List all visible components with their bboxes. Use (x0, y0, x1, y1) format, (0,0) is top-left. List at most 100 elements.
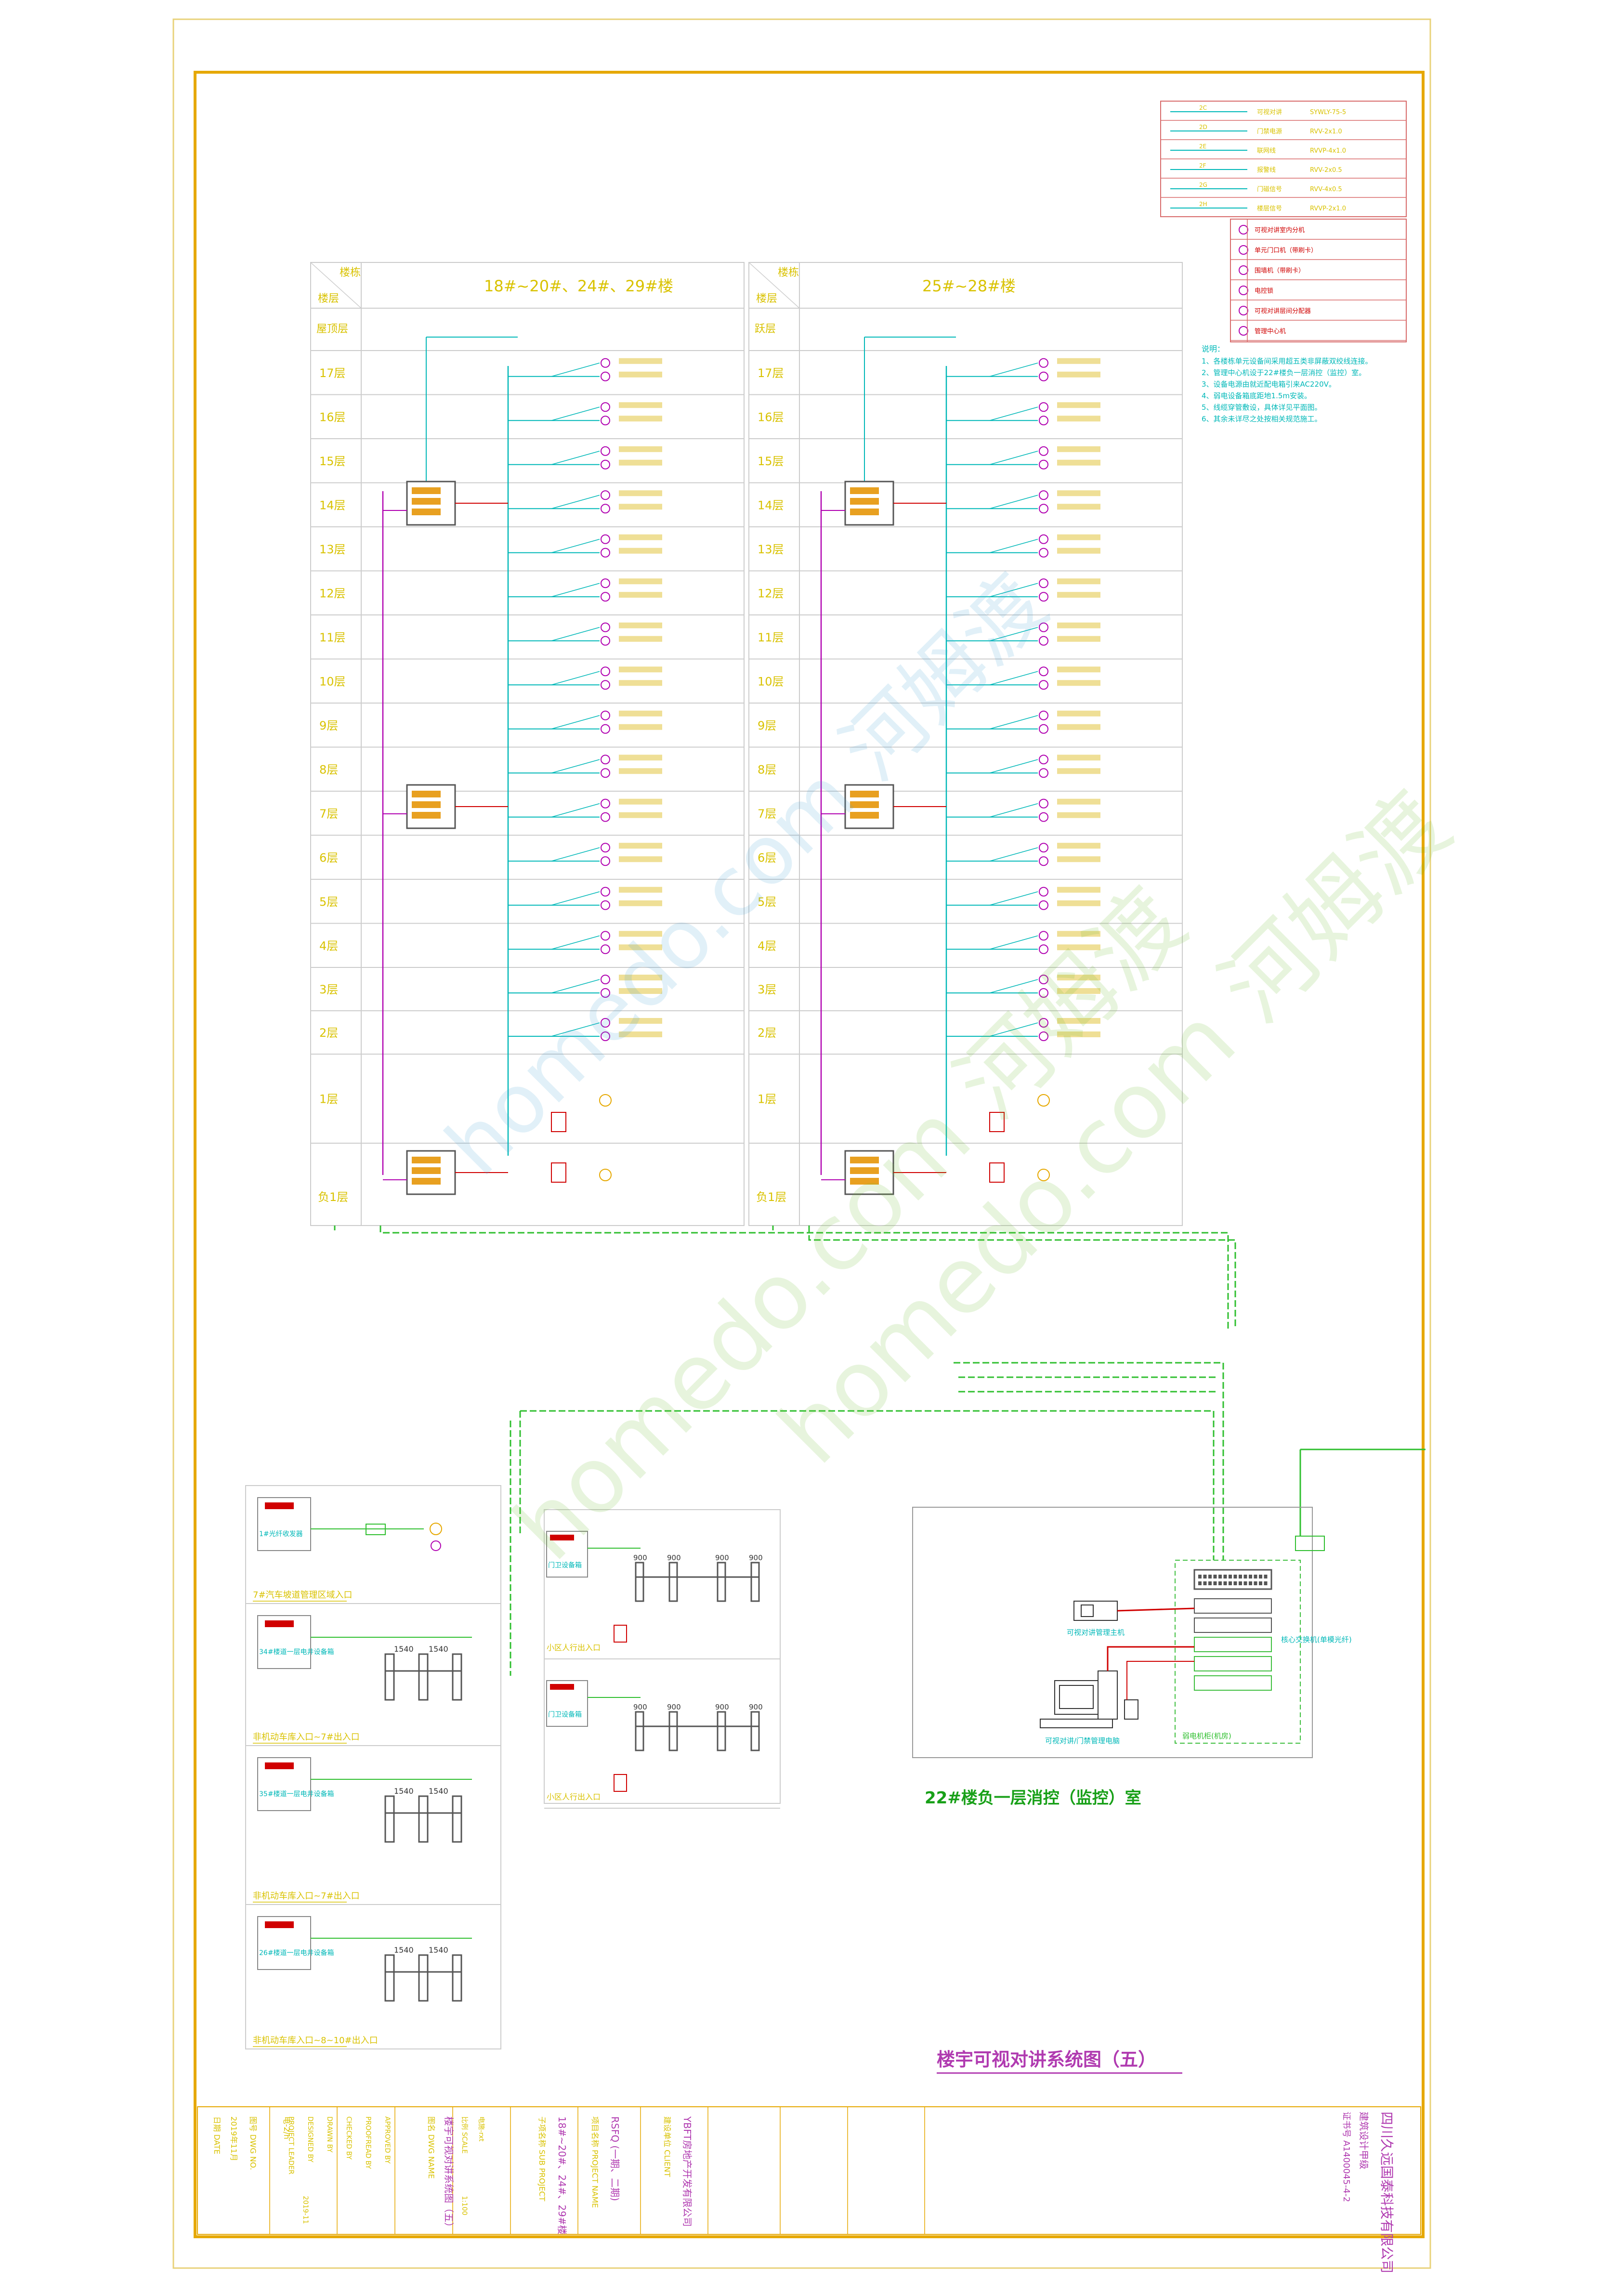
floor-branch-up (989, 539, 1038, 553)
legend-text: 联网线 (1257, 147, 1276, 155)
cabinet-label: 弱电机柜(机房) (1182, 1732, 1231, 1740)
floor-label: 5层 (758, 895, 776, 909)
notes-block: 说明： 1、各楼栋单元设备间采用超五类非屏蔽双绞线连接。2、管理中心机设于22#… (1202, 344, 1373, 423)
indoor-unit-icon (601, 636, 610, 646)
unit-label-bar (1057, 490, 1100, 496)
rack-unit-2 (1194, 1618, 1272, 1633)
floor-branch-up (989, 583, 1038, 597)
control-room: 核心交换机(单模光纤) 弱电机柜(机房) 可视对讲管理主机 可视对讲/门禁管理电… (912, 1507, 1352, 1808)
floor-branch-up (989, 979, 1038, 993)
indoor-unit-icon (1039, 843, 1048, 853)
tb-proj: RSFQ (一期、二期) (609, 2116, 621, 2201)
indoor-unit-icon (601, 768, 610, 778)
floor-branch-up (989, 406, 1038, 421)
box-module (850, 509, 879, 515)
indoor-unit-icon (601, 724, 610, 734)
camera-icon (431, 1540, 441, 1551)
panel-device-box (257, 1497, 311, 1551)
floor-label: 16层 (758, 410, 784, 424)
box-module (412, 812, 441, 819)
indoor-unit-icon (1039, 416, 1048, 426)
floor-branch-up (551, 583, 600, 597)
gate-dimension: 900 (667, 1553, 681, 1562)
indoor-unit-icon (1039, 710, 1048, 720)
drawing-title: 楼宇可视对讲系统图（五） (937, 2049, 1156, 2070)
unit-label-bar (1057, 1018, 1100, 1024)
dimension: 1540 (394, 1644, 414, 1654)
indoor-unit-icon (1039, 900, 1048, 910)
gate-reader-icon (614, 1774, 627, 1792)
indoor-unit-icon (1039, 578, 1048, 588)
tb-role: APPROVED BY (383, 2116, 391, 2164)
box-module (412, 1167, 441, 1174)
tb-sub: 18#~20#、24#、29#楼 (556, 2116, 568, 2235)
tb-dwgno: 电-2/h (282, 2116, 291, 2139)
floor-branch-up (989, 891, 1038, 906)
tb-dwgno-label: 图号 DWG NO. (249, 2116, 258, 2170)
unit-label-bar (619, 622, 662, 628)
unit-label-bar (1057, 358, 1100, 364)
lock-icon (1037, 1094, 1050, 1107)
gate-device-label: 门卫设备箱 (548, 1710, 582, 1719)
box-module (412, 487, 441, 494)
switch-port (1264, 1581, 1268, 1585)
indoor-unit-icon (1039, 755, 1048, 765)
unit-label-bar (619, 710, 662, 717)
indoor-unit-icon (601, 755, 610, 765)
turnstile-post (418, 1653, 429, 1701)
rack-unit-1 (1194, 1598, 1272, 1614)
tb-role: DESIGNED BY (306, 2116, 314, 2163)
unit-label-bar (619, 666, 662, 673)
gate-dimension: 900 (715, 1703, 729, 1711)
panel-device-label: 1#光纤收发器 (259, 1530, 303, 1538)
notes-title: 说明： (1202, 344, 1225, 353)
floor-branch-up (989, 495, 1038, 509)
device-legend-icon (1239, 326, 1248, 336)
indoor-unit-icon (1039, 534, 1048, 544)
unit-label-bar (1057, 680, 1100, 686)
floor-label: 1层 (319, 1093, 338, 1106)
unit-label-bar (619, 724, 662, 730)
box-module (850, 812, 879, 819)
panel-device-box (257, 1916, 311, 1970)
floor-branch-up (551, 803, 600, 818)
tb-sub-label: 子项名称 SUB PROJECT (537, 2116, 547, 2201)
unit-label-bar (1057, 843, 1100, 849)
device-legend-icon (1239, 306, 1248, 315)
tb-role: CHECKED BY (345, 2116, 353, 2160)
device-legend-icon (1239, 245, 1248, 255)
note-line: 5、线缆穿管敷设，具体详见平面图。 (1202, 403, 1322, 412)
unit-label-bar (619, 636, 662, 642)
unit-label-bar (619, 812, 662, 818)
indoor-unit-icon (1039, 856, 1048, 866)
panel-device-module (265, 1502, 294, 1509)
legend-text: 报警线 (1257, 166, 1276, 174)
speaker-icon (1124, 1699, 1138, 1720)
unit-label-bar (1057, 931, 1100, 937)
unit-label-bar (619, 490, 662, 496)
gate-post (635, 1711, 644, 1751)
floor-label: 10层 (758, 675, 784, 688)
unit-label-bar (619, 755, 662, 761)
mgmt-pc-label: 可视对讲/门禁管理电脑 (1045, 1736, 1120, 1745)
floor-branch-up (989, 803, 1038, 818)
tb-proj-label: 项目名称 PROJECT NAME (590, 2116, 600, 2208)
indoor-unit-icon (601, 371, 610, 381)
watermark: homedo.com 河姆渡 homedo.com 河姆渡 homedo.com… (428, 557, 1470, 1580)
entrance-panel-icon (989, 1112, 1005, 1132)
switch-port (1213, 1575, 1217, 1578)
indoor-unit-icon (601, 931, 610, 941)
floor-branch-up (551, 495, 600, 509)
switch-port (1218, 1581, 1222, 1585)
entrance-panel-icon (989, 1162, 1005, 1183)
unit-label-bar (1057, 578, 1100, 585)
turnstile-post (384, 1653, 395, 1701)
inner-border (194, 71, 1425, 2238)
indoor-unit-icon (601, 504, 610, 514)
unit-label-bar (619, 504, 662, 510)
unit-label-bar (619, 843, 662, 849)
indoor-unit-icon (1039, 798, 1048, 809)
dimension: 1540 (429, 1945, 448, 1955)
legend-code: 2H (1199, 201, 1207, 208)
indoor-unit-icon (601, 592, 610, 602)
